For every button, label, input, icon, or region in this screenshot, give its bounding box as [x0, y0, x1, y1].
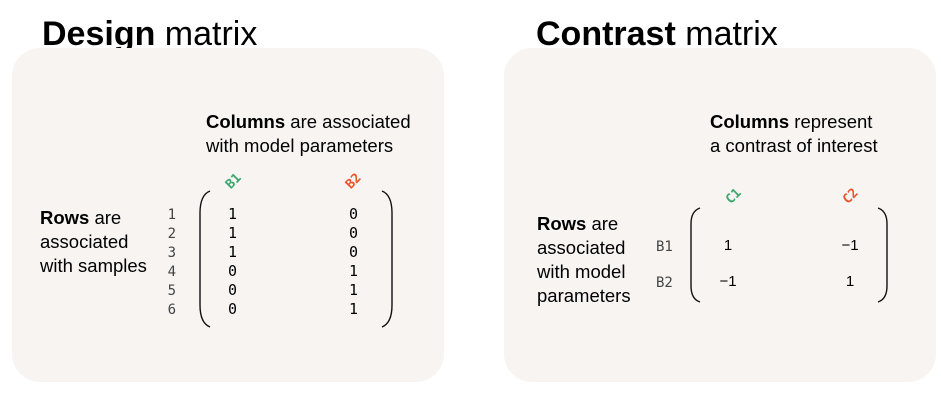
- matrix-cell: 1: [228, 243, 238, 261]
- design-row-label: 5: [167, 283, 176, 299]
- design-rows-bold: Rows: [40, 207, 90, 228]
- contrast-rows-rest: are: [586, 213, 619, 234]
- design-col-header-b1: B1: [222, 170, 245, 193]
- matrix-cell: 0: [349, 224, 359, 242]
- contrast-col-header-c1: C1: [722, 185, 745, 208]
- contrast-row-label: B2: [656, 275, 673, 291]
- contrast-matrix-col1: 1 −1: [708, 228, 748, 300]
- design-rows-rest: are: [89, 207, 122, 228]
- design-row-label: 2: [167, 226, 176, 242]
- design-title-bold: Design: [42, 15, 156, 53]
- matrix-cell: −1: [841, 237, 859, 254]
- contrast-row-label: B1: [656, 239, 673, 255]
- design-row-labels: 1 2 3 4 5 6: [162, 206, 176, 320]
- matrix-cell: 0: [228, 300, 238, 318]
- design-row-label: 4: [167, 264, 176, 280]
- contrast-right-paren: [877, 207, 888, 303]
- design-title-rest: matrix: [155, 15, 258, 53]
- matrix-cell: 1: [349, 300, 359, 318]
- contrast-row-labels: B1 B2: [656, 229, 673, 301]
- matrix-cell: 0: [228, 281, 238, 299]
- contrast-rows-line2: associated: [537, 237, 626, 258]
- design-matrix-col2: 0 0 0 1 1 1: [349, 205, 358, 319]
- contrast-title-rest: matrix: [675, 15, 778, 53]
- contrast-rows-bold: Rows: [537, 213, 587, 234]
- design-columns-line2: with model parameters: [206, 135, 394, 156]
- design-row-label: 1: [167, 207, 176, 223]
- contrast-matrix-col2: −1 1: [830, 228, 870, 300]
- contrast-matrix-title: Contrast matrix: [536, 14, 778, 54]
- design-col-header-b2: B2: [342, 170, 365, 193]
- design-row-label: 3: [167, 245, 176, 261]
- matrix-cell: 1: [228, 205, 238, 223]
- design-rows-caption: Rows are associated with samples: [40, 206, 147, 278]
- design-matrix-panel: Columns are associated with model parame…: [12, 48, 444, 382]
- design-rows-line2: associated: [40, 231, 129, 252]
- design-columns-caption: Columns are associated with model parame…: [206, 110, 411, 158]
- contrast-left-paren: [690, 207, 701, 303]
- design-matrix-col1: 1 1 1 0 0 0: [228, 205, 237, 319]
- contrast-columns-bold: Columns: [710, 111, 790, 132]
- contrast-columns-rest: represent: [789, 111, 873, 132]
- contrast-col-header-c2: C2: [839, 185, 862, 208]
- contrast-columns-line2: a contrast of interest: [710, 135, 878, 156]
- contrast-rows-line3: with model: [537, 261, 626, 282]
- design-rows-line3: with samples: [40, 255, 147, 276]
- contrast-title-bold: Contrast: [536, 15, 676, 53]
- design-right-paren: [381, 190, 393, 328]
- matrix-cell: −1: [719, 273, 737, 290]
- design-columns-bold: Columns: [206, 111, 286, 132]
- design-left-paren: [199, 190, 211, 328]
- matrix-cell: 0: [349, 243, 359, 261]
- matrix-cell: 0: [228, 262, 238, 280]
- matrix-cell: 1: [349, 262, 359, 280]
- design-matrix-title: Design matrix: [42, 14, 257, 54]
- design-row-label: 6: [167, 302, 176, 318]
- design-columns-rest: are associated: [285, 111, 411, 132]
- matrix-cell: 0: [349, 205, 359, 223]
- contrast-matrix-panel: Columns represent a contrast of interest…: [504, 48, 936, 382]
- matrix-cell: 1: [228, 224, 238, 242]
- matrix-cell: 1: [723, 237, 733, 254]
- matrix-cell: 1: [349, 281, 359, 299]
- contrast-columns-caption: Columns represent a contrast of interest: [710, 110, 878, 158]
- contrast-rows-caption: Rows are associated with model parameter…: [537, 212, 631, 308]
- contrast-rows-line4: parameters: [537, 285, 631, 306]
- matrix-cell: 1: [845, 273, 855, 290]
